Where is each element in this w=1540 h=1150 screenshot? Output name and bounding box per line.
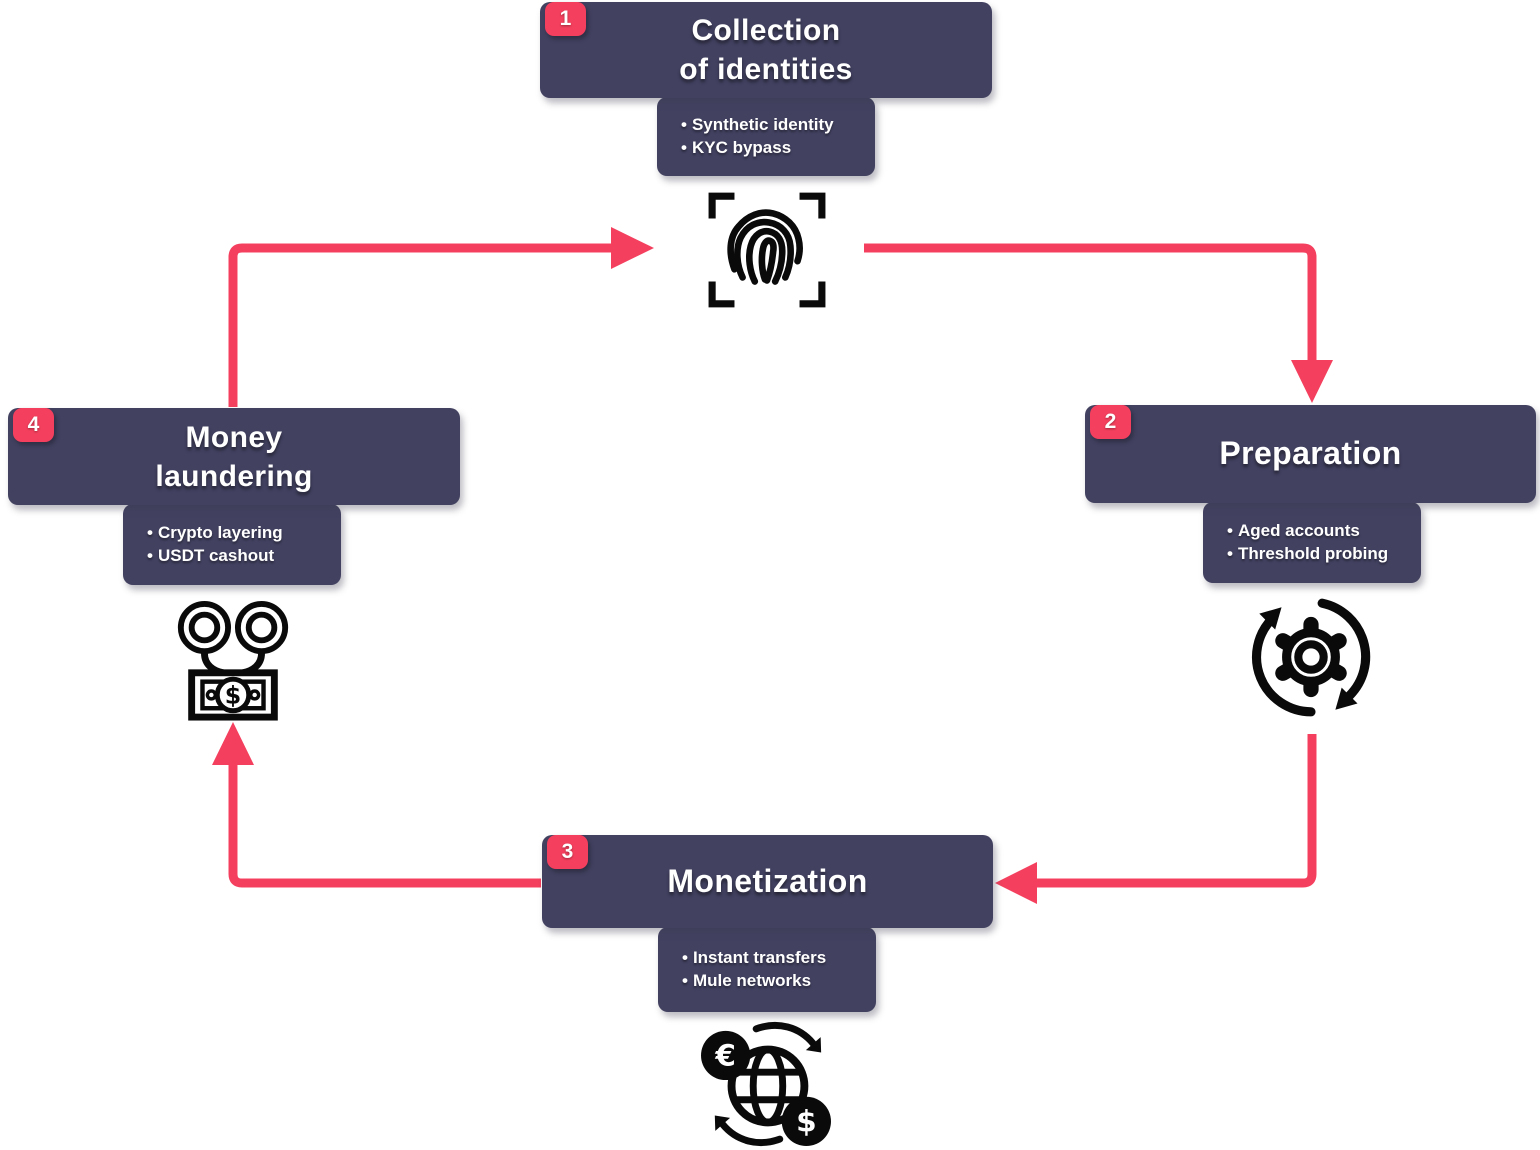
stage-3-bullet: Instant transfers [682, 947, 876, 969]
stage-3-header: 3 Monetization [542, 835, 993, 928]
arrowhead-up-icon [212, 722, 254, 765]
globe-currency-exchange-icon: € $ [701, 1022, 831, 1147]
stage-4-number-badge: 4 [13, 408, 54, 442]
stage-4-bullet: Crypto layering [147, 522, 341, 544]
gear-sync-icon [1251, 598, 1371, 717]
arrow-4-to-1 [228, 243, 611, 407]
stage-2-title: Preparation [1219, 435, 1402, 472]
arrowhead-right-icon [611, 227, 654, 269]
svg-text:€: € [714, 1038, 736, 1072]
stage-3-details: Instant transfers Mule networks [658, 927, 876, 1012]
stage-1-bullet: Synthetic identity [681, 114, 875, 136]
svg-text:$: $ [796, 1104, 817, 1138]
arrow-3-to-4 [228, 764, 541, 888]
svg-text:$: $ [225, 681, 241, 709]
handcuffs-cash-icon: $ [177, 600, 289, 721]
stage-2-details: Aged accounts Threshold probing [1203, 502, 1421, 583]
stage-2-number-badge: 2 [1090, 405, 1131, 439]
stage-1-title: Collection of identities [679, 14, 853, 86]
stage-1-header: 1 Collection of identities [540, 2, 992, 98]
stage-4-details: Crypto layering USDT cashout [123, 504, 341, 585]
fingerprint-scan-icon [708, 192, 826, 308]
stage-1-details: Synthetic identity KYC bypass [657, 97, 875, 176]
arrowhead-left-icon [995, 862, 1037, 904]
stage-1-number-badge: 1 [545, 2, 586, 36]
stage-4-bullet: USDT cashout [147, 545, 341, 567]
stage-3-bullet: Mule networks [682, 970, 876, 992]
stage-4-header: 4 Money laundering [8, 408, 460, 505]
stage-2-bullet: Threshold probing [1227, 543, 1421, 565]
arrowhead-down-icon [1291, 360, 1333, 403]
stage-1-bullet: KYC bypass [681, 137, 875, 159]
stage-2-header: 2 Preparation [1085, 405, 1536, 503]
arrow-2-to-3 [1037, 734, 1317, 888]
stage-3-number-badge: 3 [547, 835, 588, 869]
stage-4-title: Money laundering [155, 420, 313, 493]
stage-2-bullet: Aged accounts [1227, 520, 1421, 542]
arrow-1-to-2 [864, 243, 1317, 361]
stage-3-title: Monetization [667, 862, 868, 899]
